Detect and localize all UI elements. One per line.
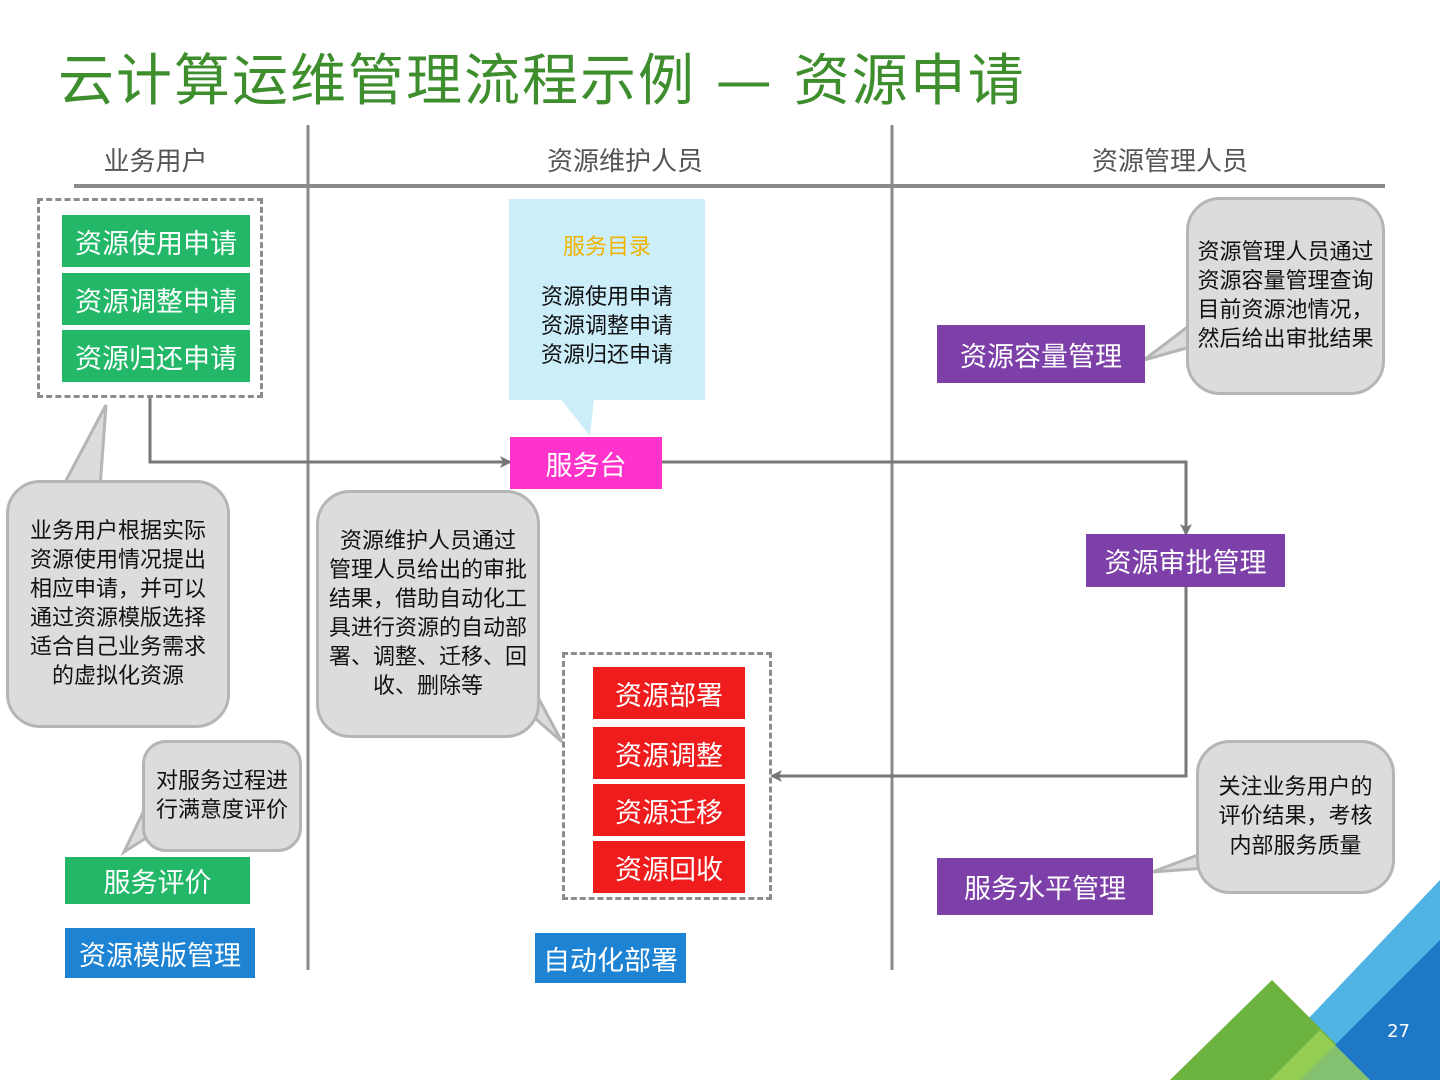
note-line: 通过资源模版选择: [29, 606, 206, 631]
note-line: 管理人员给出的审批: [328, 557, 527, 583]
note-line: 资源容量管理查询: [1197, 268, 1374, 294]
request-resource-return[interactable]: 资源归还申请: [62, 330, 250, 382]
user-requests-group: [37, 198, 263, 398]
request-resource-adjust[interactable]: 资源调整申请: [62, 273, 250, 325]
arrow-requests-to-desk: [148, 398, 512, 468]
lane-header-business-user: 业务用户: [103, 147, 208, 177]
arrow-desk-to-approval: [662, 460, 1192, 536]
service-catalog: 服务目录 资源使用申请 资源调整申请 资源归还申请: [509, 199, 705, 400]
action-reclaim[interactable]: 资源回收: [593, 841, 745, 893]
approval-management[interactable]: 资源审批管理: [1086, 534, 1285, 587]
maintainer-note-bubble: 资源维护人员通过 管理人员给出的审批 结果，借助自动化工 具进行资源的自动部 署…: [316, 490, 540, 738]
eval-note-bubble: 对服务过程进 行满意度评价: [142, 740, 302, 852]
note-line: 对服务过程进: [155, 768, 288, 794]
note-line: 适合自己业务需求: [29, 635, 206, 661]
note-line: 内部服务质量: [1229, 833, 1362, 859]
automation-group: [562, 652, 772, 900]
note-line: 相应申请，并可以: [29, 576, 206, 602]
action-deploy[interactable]: 资源部署: [593, 667, 745, 719]
service-catalog-title: 服务目录: [562, 235, 651, 260]
template-management[interactable]: 资源模版管理: [65, 928, 255, 978]
user-note-tail: [59, 404, 108, 490]
catalog-tail: [560, 398, 594, 436]
note-line: 结果，借助自动化工: [328, 586, 527, 612]
sla-management[interactable]: 服务水平管理: [937, 858, 1153, 915]
note-line: 然后给出审批结果: [1197, 327, 1374, 353]
note-line: 收、删除等: [372, 674, 483, 700]
note-line: 的虚拟化资源: [51, 664, 184, 690]
note-line: 关注业务用户的: [1218, 775, 1373, 801]
action-migrate[interactable]: 资源迁移: [593, 784, 745, 836]
note-line: 资源维护人员通过: [339, 528, 516, 554]
user-note-bubble: 业务用户根据实际 资源使用情况提出 相应申请，并可以 通过资源模版选择 适合自己…: [6, 480, 230, 728]
page-number: 27: [1387, 1021, 1410, 1042]
arrow-approval-to-automation: [770, 587, 1188, 782]
catalog-item: 资源使用申请: [540, 285, 673, 310]
note-line: 目前资源池情况，: [1197, 298, 1374, 323]
note-line: 资源管理人员通过: [1197, 239, 1374, 265]
request-resource-use[interactable]: 资源使用申请: [62, 215, 250, 267]
note-line: 署、调整、迁移、回: [328, 645, 527, 671]
sla-note-bubble: 关注业务用户的 评价结果，考核 内部服务质量: [1196, 740, 1395, 894]
note-line: 评价结果，考核: [1218, 804, 1373, 830]
note-line: 资源使用情况提出: [29, 547, 206, 573]
action-adjust[interactable]: 资源调整: [593, 727, 745, 779]
corner-deco-lightgreen: [1270, 1030, 1370, 1080]
page-title: 云计算运维管理流程示例 — 资源申请: [58, 49, 1026, 114]
catalog-item: 资源归还申请: [540, 343, 673, 369]
capacity-management[interactable]: 资源容量管理: [937, 325, 1145, 383]
service-desk[interactable]: 服务台: [510, 437, 662, 489]
note-line: 业务用户根据实际: [29, 518, 206, 544]
note-line: 行满意度评价: [155, 798, 288, 823]
lane-header-maintainer: 资源维护人员: [546, 147, 703, 177]
manager-note-bubble: 资源管理人员通过 资源容量管理查询 目前资源池情况， 然后给出审批结果: [1186, 197, 1385, 395]
note-line: 具进行资源的自动部: [328, 616, 527, 641]
catalog-item: 资源调整申请: [540, 314, 673, 340]
service-evaluation[interactable]: 服务评价: [65, 857, 250, 904]
auto-deploy[interactable]: 自动化部署: [535, 933, 686, 983]
lane-header-manager: 资源管理人员: [1091, 147, 1248, 177]
